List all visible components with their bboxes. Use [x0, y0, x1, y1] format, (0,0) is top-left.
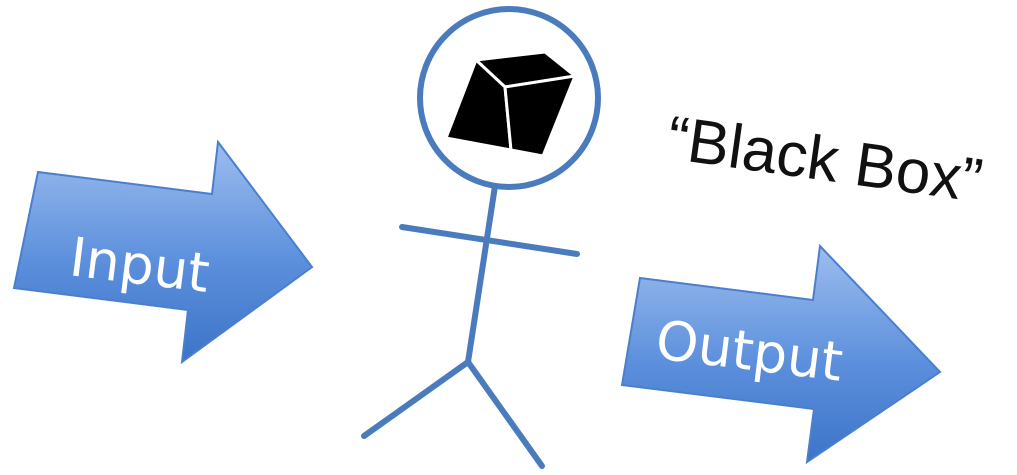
black-box-caption: “Black Box”	[663, 104, 986, 216]
figure-right-leg	[468, 362, 542, 466]
figure-left-leg	[364, 362, 468, 436]
input-arrow: Input	[14, 142, 312, 362]
figure-body	[468, 186, 495, 362]
output-arrow: Output	[622, 246, 940, 462]
